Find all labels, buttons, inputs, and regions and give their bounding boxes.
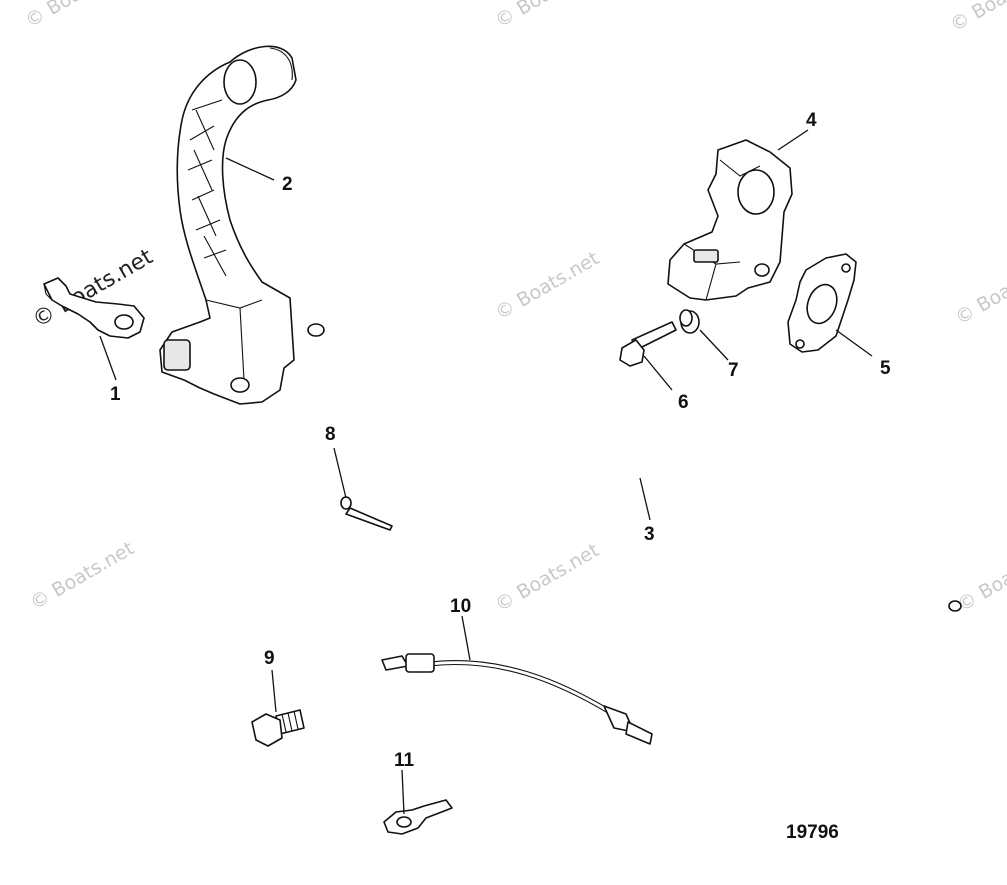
- callout-2: 2: [282, 174, 293, 195]
- figure-number: 19796: [786, 822, 839, 843]
- leader-2: [225, 157, 275, 181]
- callout-6: 6: [678, 392, 689, 413]
- callout-3: 3: [644, 524, 655, 545]
- leader-11: [401, 769, 405, 815]
- leader-5: [835, 329, 873, 357]
- leader-10: [461, 615, 471, 661]
- part-1-bracket: [43, 277, 145, 339]
- watermark-group: © Boats.net © Boats.net © Boats.net © Bo…: [22, 0, 1007, 616]
- watermark: © Boats.net: [22, 0, 133, 32]
- leader-1: [99, 335, 117, 381]
- callout-8: 8: [325, 424, 336, 445]
- callout-labels: 1 2 3 4 5 6 7 8 9 10 11: [110, 110, 891, 771]
- part-6-bolt: [619, 321, 677, 367]
- watermark: © Boats.net: [952, 252, 1007, 329]
- watermark: © Boats.net: [947, 0, 1007, 36]
- callout-1: 1: [110, 384, 121, 405]
- part-10-cable: [381, 653, 653, 745]
- part-3-rod: [307, 283, 962, 631]
- leader-3: [639, 477, 651, 521]
- leader-lines: [99, 129, 873, 815]
- part-2-arm: [159, 45, 297, 405]
- part-5-gasket: [787, 253, 857, 353]
- watermark: © Boats.net: [27, 537, 138, 614]
- leader-9: [271, 669, 277, 713]
- callout-11: 11: [394, 750, 415, 771]
- leader-7: [699, 329, 729, 361]
- part-4-cam: [667, 139, 793, 301]
- part-8-pin: [340, 496, 393, 531]
- leader-8: [333, 447, 347, 499]
- callout-4: 4: [806, 110, 817, 131]
- watermark: © Boats.net: [492, 539, 603, 616]
- callout-5: 5: [880, 358, 891, 379]
- leader-4: [777, 129, 809, 151]
- part-7-bushing: [679, 309, 700, 334]
- part-11-terminal: [383, 799, 453, 835]
- leader-6: [643, 355, 673, 391]
- part-9-screw: [251, 709, 305, 747]
- watermark: © Boats.net: [492, 247, 603, 324]
- callout-9: 9: [264, 648, 275, 669]
- watermark: © Boats.net: [492, 0, 603, 32]
- callout-10: 10: [450, 596, 471, 617]
- callout-7: 7: [728, 360, 739, 381]
